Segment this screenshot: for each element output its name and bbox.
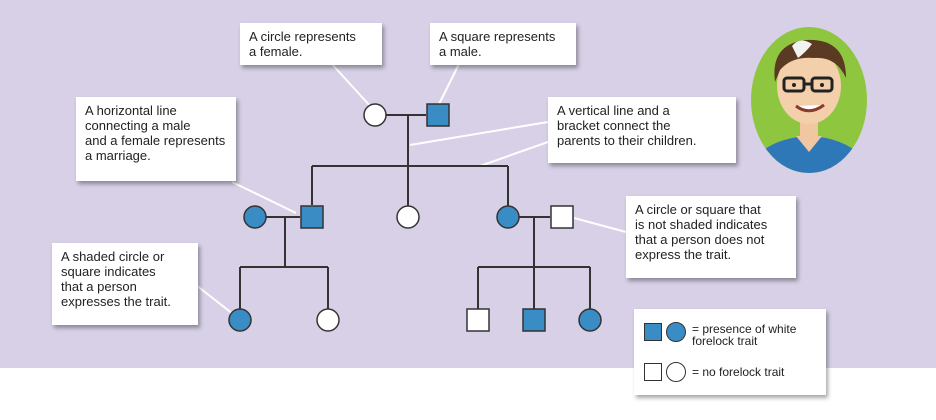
pointer-vertical-b — [479, 141, 549, 167]
callout-marriage-line: A horizontal line connecting a male and … — [76, 97, 236, 181]
callout-vertical-line: A vertical line and a bracket connect th… — [548, 97, 736, 163]
shaded-square-gen3 — [522, 308, 546, 332]
shaded-circle-gen3 — [578, 308, 602, 332]
shaded-square-icon — [644, 323, 662, 341]
pointer-circle — [329, 61, 373, 109]
shaded-circle-gen3 — [228, 308, 252, 332]
unshaded-circle-gen2 — [396, 205, 420, 229]
pointer-vertical-a — [409, 121, 549, 146]
unshaded-circle-icon — [666, 362, 686, 382]
portrait-icon — [751, 27, 867, 173]
callout-square-male: A square represents a male. — [430, 23, 576, 65]
shaded-square-gen1 — [426, 103, 450, 127]
legend: = presence of white forelock trait = no … — [634, 309, 826, 395]
callout-circle-female: A circle represents a female. — [240, 23, 382, 65]
unshaded-square-icon — [644, 363, 662, 381]
shaded-circle-icon — [666, 322, 686, 342]
callout-shaded: A shaded circle or square indicates that… — [52, 243, 198, 325]
pointer-unshaded — [573, 217, 627, 233]
pointer-square — [437, 61, 461, 107]
legend-absence-label: = no forelock trait — [692, 365, 785, 379]
pedigree-individuals — [228, 103, 602, 332]
shaded-circle-gen2 — [496, 205, 520, 229]
unshaded-circle-gen3 — [316, 308, 340, 332]
legend-presence: = presence of white forelock trait — [644, 322, 797, 348]
shaded-square-gen2 — [300, 205, 324, 229]
shaded-circle-gen2 — [243, 205, 267, 229]
relationship-lines — [239, 114, 591, 310]
legend-absence: = no forelock trait — [644, 362, 785, 382]
unshaded-square-gen2 — [550, 205, 574, 229]
unshaded-circle-gen1 — [363, 103, 387, 127]
callout-unshaded: A circle or square that is not shaded in… — [626, 196, 796, 278]
unshaded-square-gen3 — [466, 308, 490, 332]
pointer-marriage — [231, 181, 297, 214]
legend-presence-label: = presence of white forelock trait — [692, 322, 797, 348]
